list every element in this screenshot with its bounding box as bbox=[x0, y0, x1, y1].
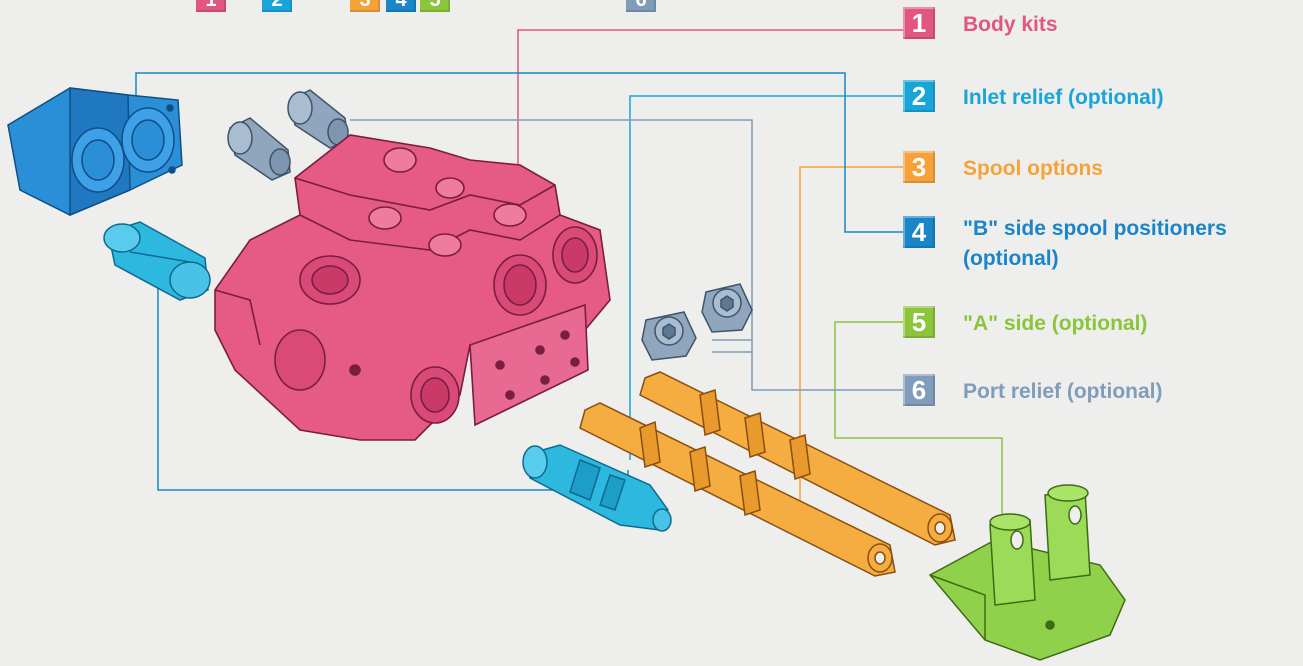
top-badge-1: 1 bbox=[196, 0, 226, 12]
a-side-part bbox=[928, 484, 1126, 661]
valve-body-part bbox=[214, 134, 611, 441]
legend-label-a-side: "A" side (optional) bbox=[963, 312, 1148, 335]
legend-badge-6: 6 bbox=[903, 374, 935, 406]
top-badge-3: 3 bbox=[350, 0, 380, 12]
leader-line-4 bbox=[135, 72, 903, 233]
port-relief-part bbox=[227, 89, 349, 181]
legend-label-spool-options: Spool options bbox=[963, 157, 1103, 180]
legend-label-inlet-relief: Inlet relief (optional) bbox=[963, 86, 1164, 109]
legend-label-port-relief: Port relief (optional) bbox=[963, 380, 1163, 403]
legend-label-body-kits: Body kits bbox=[963, 13, 1058, 36]
port-relief-plugs bbox=[641, 283, 753, 361]
inlet-relief-part bbox=[103, 221, 211, 301]
leader-line-2 bbox=[629, 95, 903, 460]
leader-line-6 bbox=[350, 119, 903, 391]
legend-badge-5: 5 bbox=[903, 306, 935, 338]
legend-badge-1: 1 bbox=[903, 7, 935, 39]
spool-part bbox=[579, 371, 956, 577]
legend-badge-4: 4 bbox=[903, 216, 935, 248]
legend-label-b-side-optional: (optional) bbox=[963, 247, 1059, 270]
leader-line-3 bbox=[799, 166, 903, 500]
top-badge-2: 2 bbox=[262, 0, 292, 12]
top-badge-6: 6 bbox=[626, 0, 656, 12]
leader-line-5 bbox=[834, 321, 1003, 525]
legend-badge-2: 2 bbox=[903, 80, 935, 112]
legend-badge-3: 3 bbox=[903, 151, 935, 183]
top-badge-5: 5 bbox=[420, 0, 450, 12]
inlet-relief-cartridge bbox=[522, 444, 672, 532]
top-badge-4: 4 bbox=[386, 0, 416, 12]
b-side-positioner-part bbox=[7, 87, 183, 217]
legend-label-b-side: "B" side spool positioners bbox=[963, 217, 1227, 240]
